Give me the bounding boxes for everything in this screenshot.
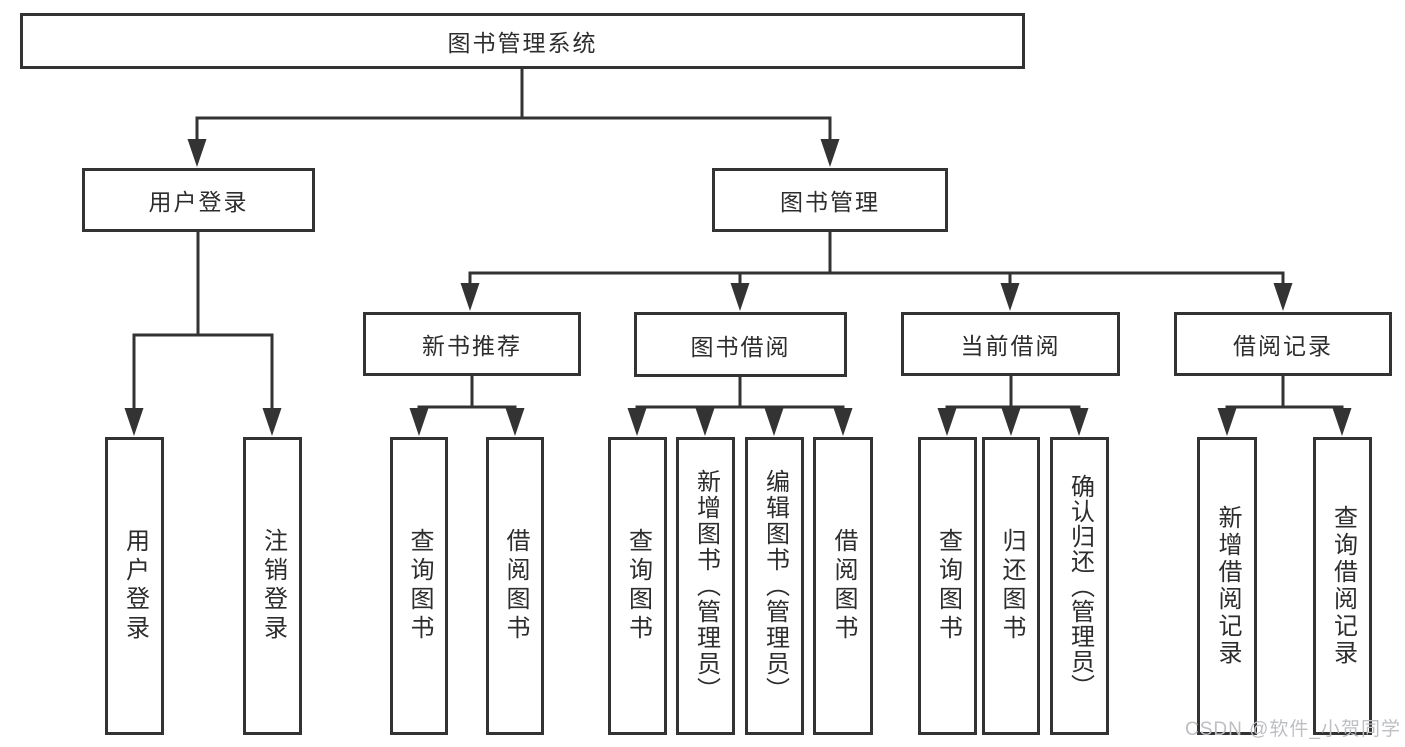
node-user-login: 用户登录 (82, 168, 315, 232)
leaf-user-login: 用户登录 (105, 437, 164, 735)
node-book-borrowing: 图书借阅 (634, 312, 847, 377)
leaf-add-books-admin: 新增图书（管理员） (676, 437, 735, 735)
node-root-library-management-system: 图书管理系统 (20, 13, 1025, 69)
leaf-logout: 注销登录 (243, 437, 302, 735)
leaf-return-books: 归还图书 (982, 437, 1040, 735)
leaf-borrow-books-borrowing: 借阅图书 (813, 437, 873, 735)
node-new-book-recommend: 新书推荐 (363, 312, 581, 376)
leaf-query-borrow-record: 查询借阅记录 (1313, 437, 1372, 735)
node-book-management: 图书管理 (712, 168, 948, 232)
leaf-add-borrow-record: 新增借阅记录 (1197, 437, 1257, 735)
leaf-borrow-books-recommend: 借阅图书 (486, 437, 544, 735)
leaf-query-books-recommend: 查询图书 (390, 437, 448, 735)
leaf-query-books-borrowing: 查询图书 (608, 437, 667, 735)
leaf-confirm-return-admin: 确认归还（管理员） (1050, 437, 1109, 735)
csdn-watermark: CSDN @软件_小贺同学 (1185, 719, 1401, 740)
node-current-borrowing: 当前借阅 (901, 312, 1120, 376)
leaf-query-books-current: 查询图书 (918, 437, 977, 735)
node-borrowing-records: 借阅记录 (1174, 312, 1392, 376)
leaf-edit-books-admin: 编辑图书（管理员） (745, 437, 804, 735)
